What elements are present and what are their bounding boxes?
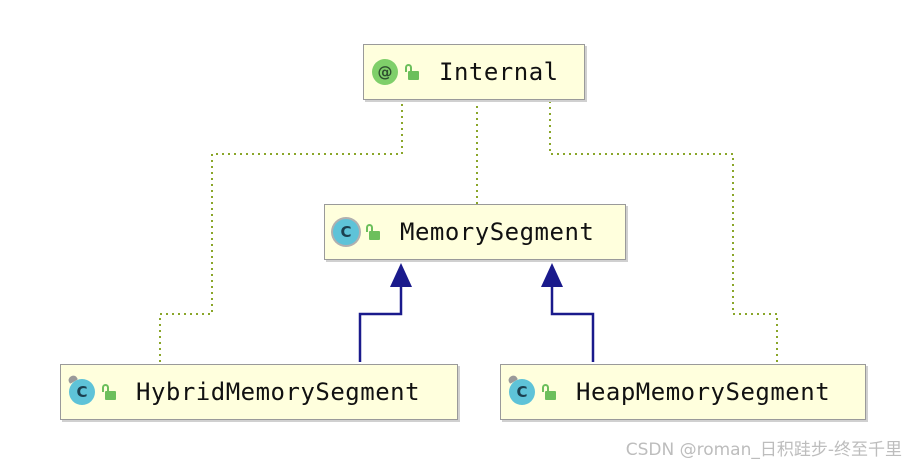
class-icon: C [507,374,535,405]
watermark: CSDN @roman_日积跬步-终至千里 [625,440,902,460]
abstract-class-icon: C [333,219,359,245]
public-lock-icon [102,384,116,400]
annotation-icon: @ [372,59,398,85]
public-lock-icon [405,64,419,80]
extends-arrowhead-heap [541,263,563,287]
class-icon: C [67,374,95,405]
node-heap-memory-segment[interactable]: C HeapMemorySegment [500,364,866,420]
node-memory-segment-label: MemorySegment [400,218,595,246]
node-hybrid-memory-segment-label: HybridMemorySegment [136,378,421,406]
edge-hybrid-extends-memory [358,286,403,362]
edge-hybrid-to-internal [159,102,403,362]
edge-heap-extends-memory [550,286,595,362]
node-internal[interactable]: @ Internal [363,44,585,100]
extends-arrowhead-hybrid [390,263,412,287]
node-heap-memory-segment-label: HeapMemorySegment [576,378,831,406]
node-memory-segment[interactable]: C MemorySegment [324,204,626,260]
node-hybrid-memory-segment[interactable]: C HybridMemorySegment [60,364,458,420]
public-lock-icon [542,384,556,400]
public-lock-icon [366,224,380,240]
node-internal-label: Internal [439,58,559,86]
